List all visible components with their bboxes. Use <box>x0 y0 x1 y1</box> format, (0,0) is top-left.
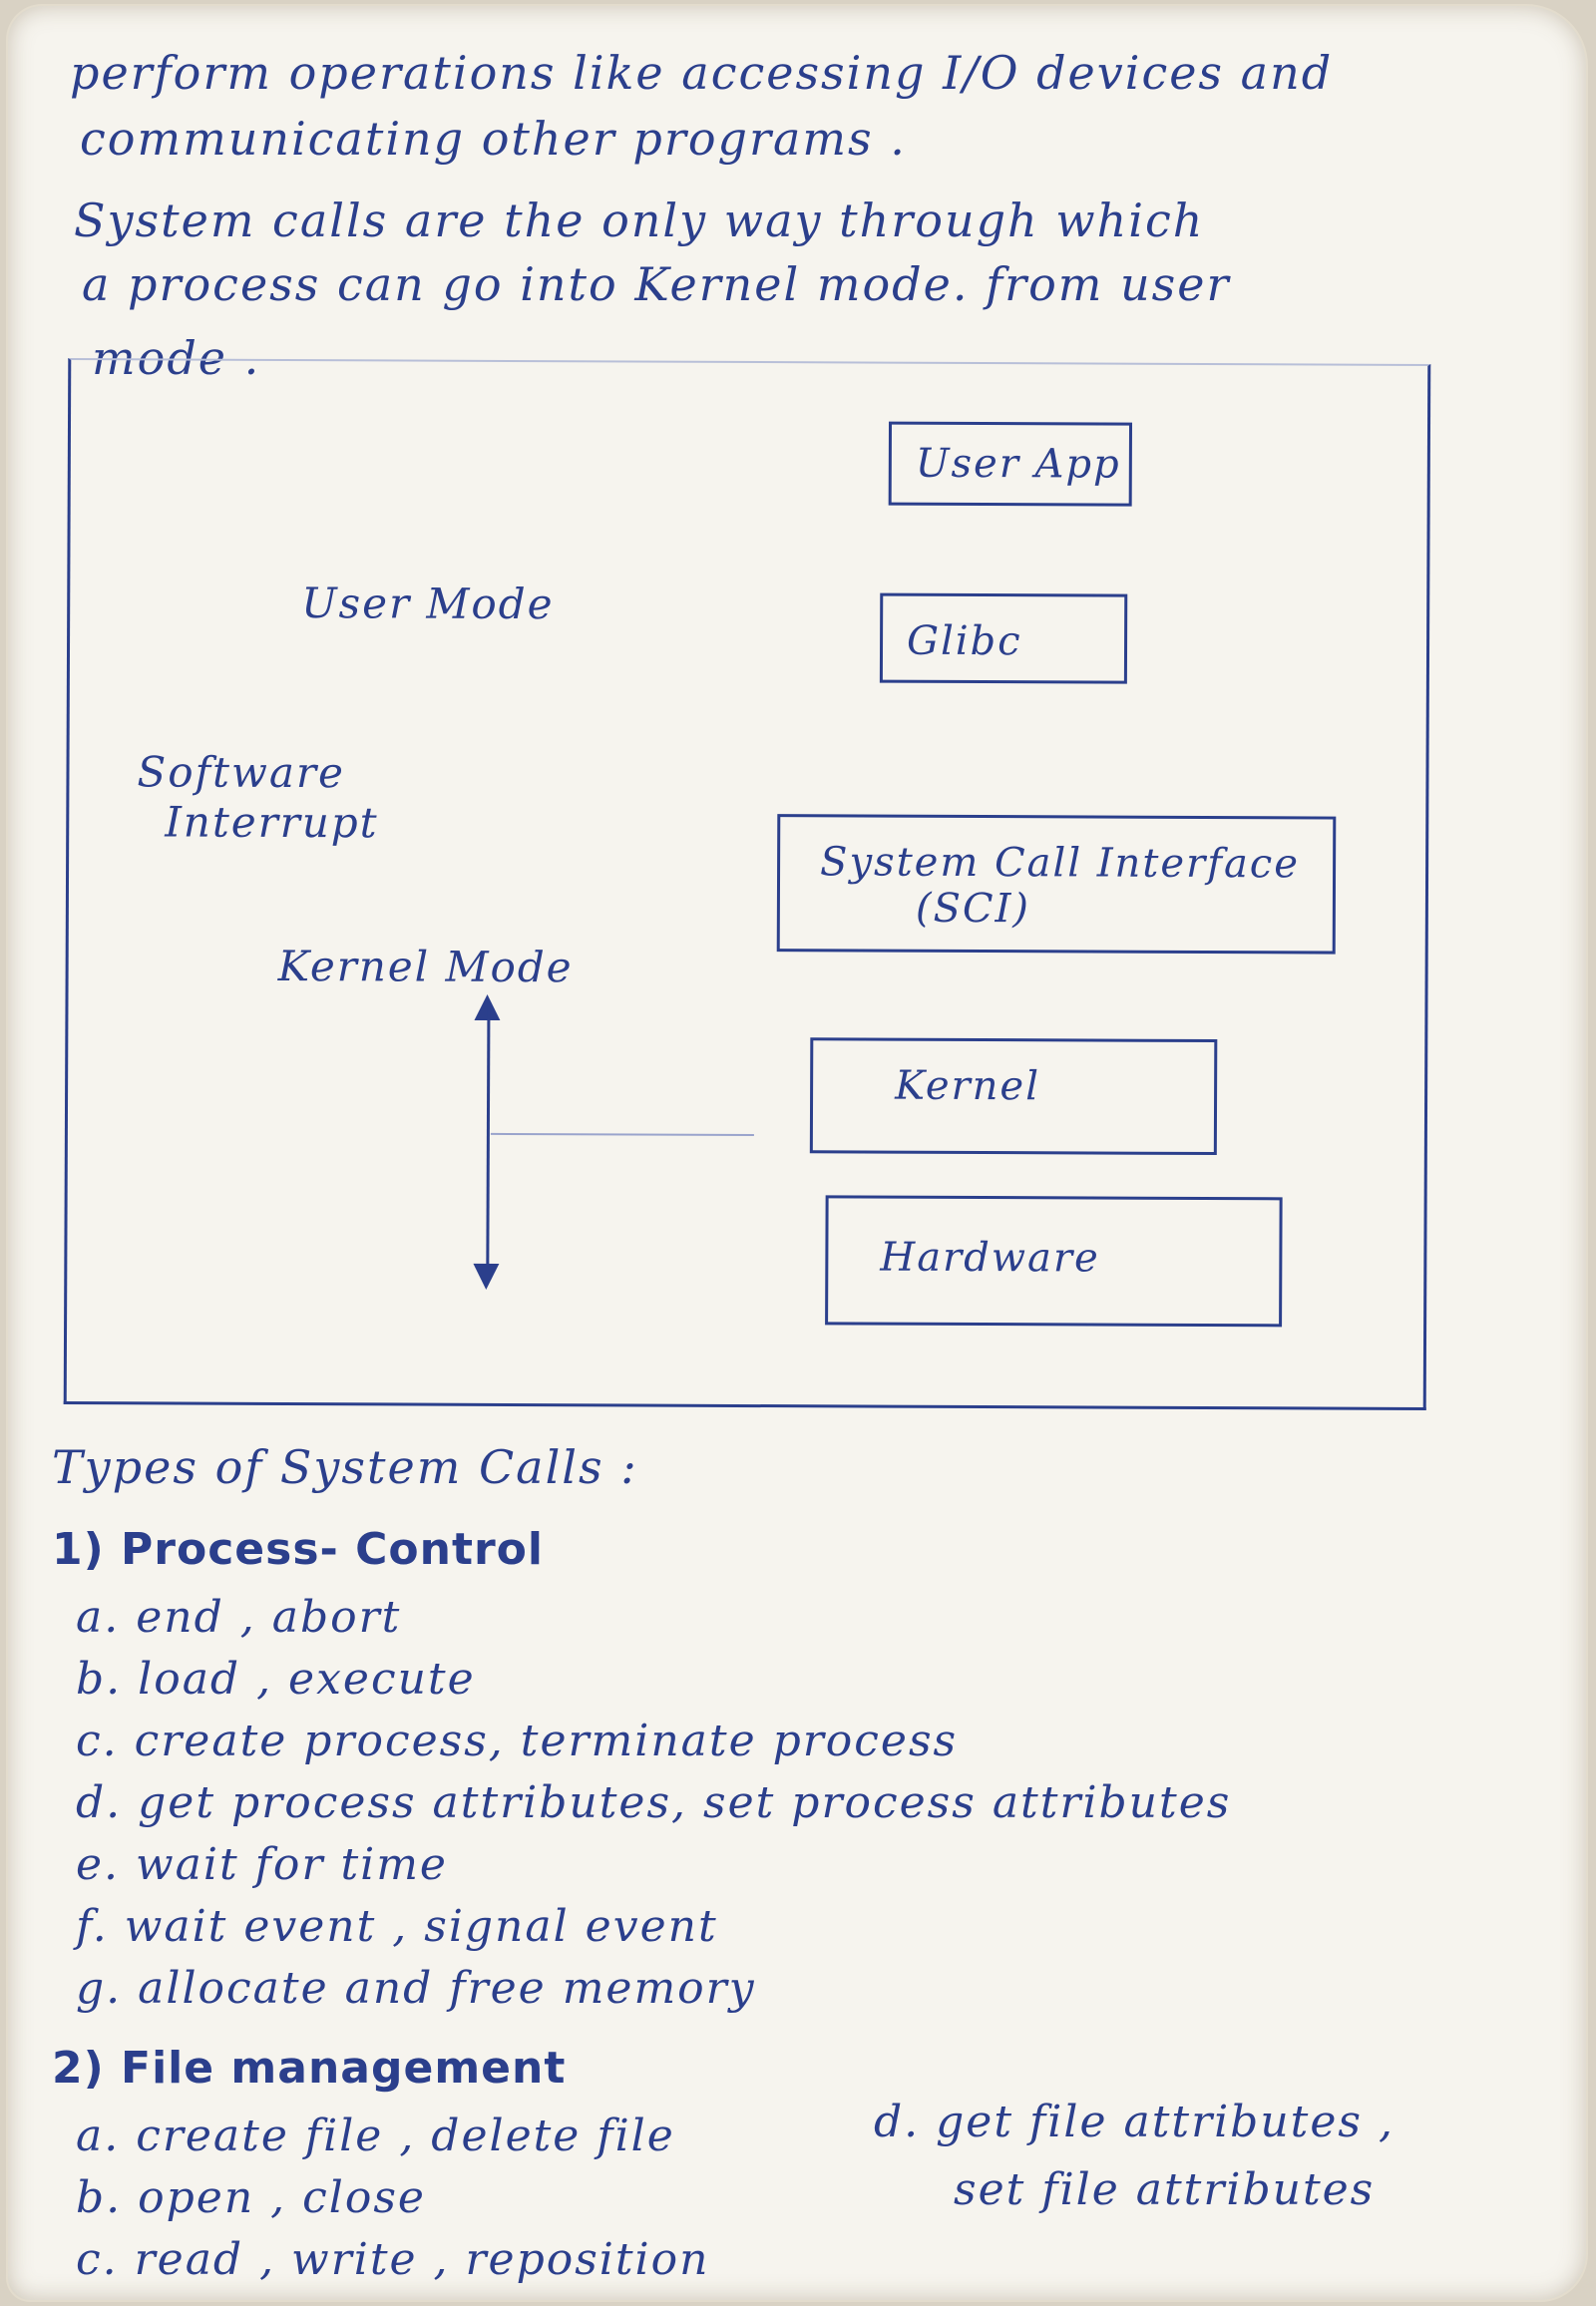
user-app-box: User App <box>888 421 1133 507</box>
pc-item-f: f. wait event , signal event <box>76 1901 718 1952</box>
fm-item-a: a. create file , delete file <box>76 2111 675 2161</box>
paragraph-line-4: a process can go into Kernel mode. from … <box>82 257 1231 311</box>
hardware-box: Hardware <box>825 1195 1283 1328</box>
arrow-down-icon: ▼ <box>473 1254 500 1295</box>
user-mode-label: User Mode <box>301 578 555 629</box>
notebook-page: perform operations like accessing I/O de… <box>8 6 1586 2300</box>
fm-item-b: b. open , close <box>76 2172 426 2223</box>
process-control-title: 1) Process- Control <box>52 1524 544 1575</box>
pc-item-e: e. wait for time <box>76 1839 448 1890</box>
fm-item-d-line-1: d. get file attributes , <box>874 2097 1395 2147</box>
paragraph-line-1: perform operations like accessing I/O de… <box>70 46 1334 100</box>
paragraph-line-5: mode . <box>92 331 261 385</box>
glibc-box: Glibc <box>879 592 1128 684</box>
pc-item-b: b. load , execute <box>76 1654 476 1705</box>
paragraph-line-3: System calls are the only way through wh… <box>74 193 1205 247</box>
paragraph-line-2: communicating other programs . <box>80 112 907 166</box>
mode-switch-arrow <box>486 999 491 1272</box>
fm-item-c: c. read , write , reposition <box>76 2234 710 2285</box>
diagram-frame: User Mode ▲ ▼ Software Interrupt Kernel … <box>63 358 1431 1410</box>
kernel-mode-label: Kernel Mode <box>277 941 574 992</box>
pc-item-d: d. get process attributes, set process a… <box>76 1777 1232 1828</box>
fm-item-d-line-2: set file attributes <box>954 2164 1376 2215</box>
sci-line-1: System Call Interface <box>819 839 1301 888</box>
pc-item-g: g. allocate and free memory <box>76 1963 756 2014</box>
sci-box: System Call Interface (SCI) <box>776 814 1337 955</box>
sci-line-2: (SCI) <box>915 885 1031 933</box>
pc-item-a: a. end , abort <box>76 1592 402 1643</box>
interrupt-label: Interrupt <box>165 797 379 848</box>
types-heading: Types of System Calls : <box>52 1440 638 1494</box>
file-management-title: 2) File management <box>52 2043 567 2094</box>
pc-item-c: c. create process, terminate process <box>76 1716 959 1766</box>
kernel-box: Kernel <box>809 1037 1218 1156</box>
software-label: Software <box>137 747 345 798</box>
connector-line <box>490 1132 754 1137</box>
